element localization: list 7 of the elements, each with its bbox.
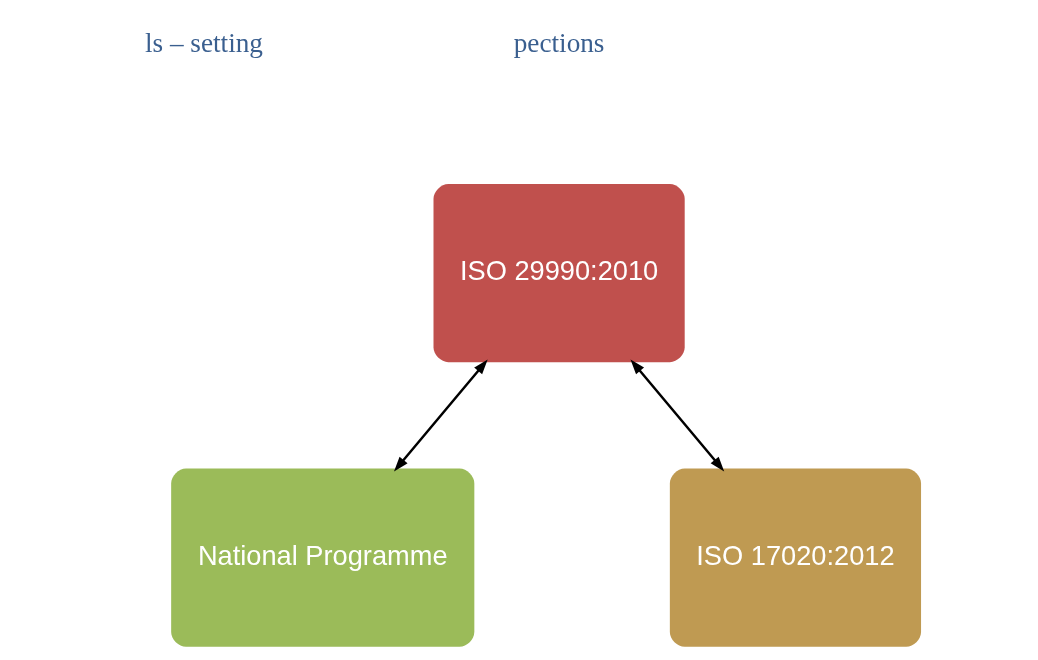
node-box: ISO 17020:2012 xyxy=(669,468,921,647)
label: ls – setting xyxy=(144,28,263,59)
label: pections xyxy=(513,28,604,59)
node-box: ISO 29990:2010 xyxy=(433,184,685,363)
node-box: National Programme xyxy=(170,468,474,647)
arrow xyxy=(393,359,488,472)
arrow xyxy=(630,359,724,472)
